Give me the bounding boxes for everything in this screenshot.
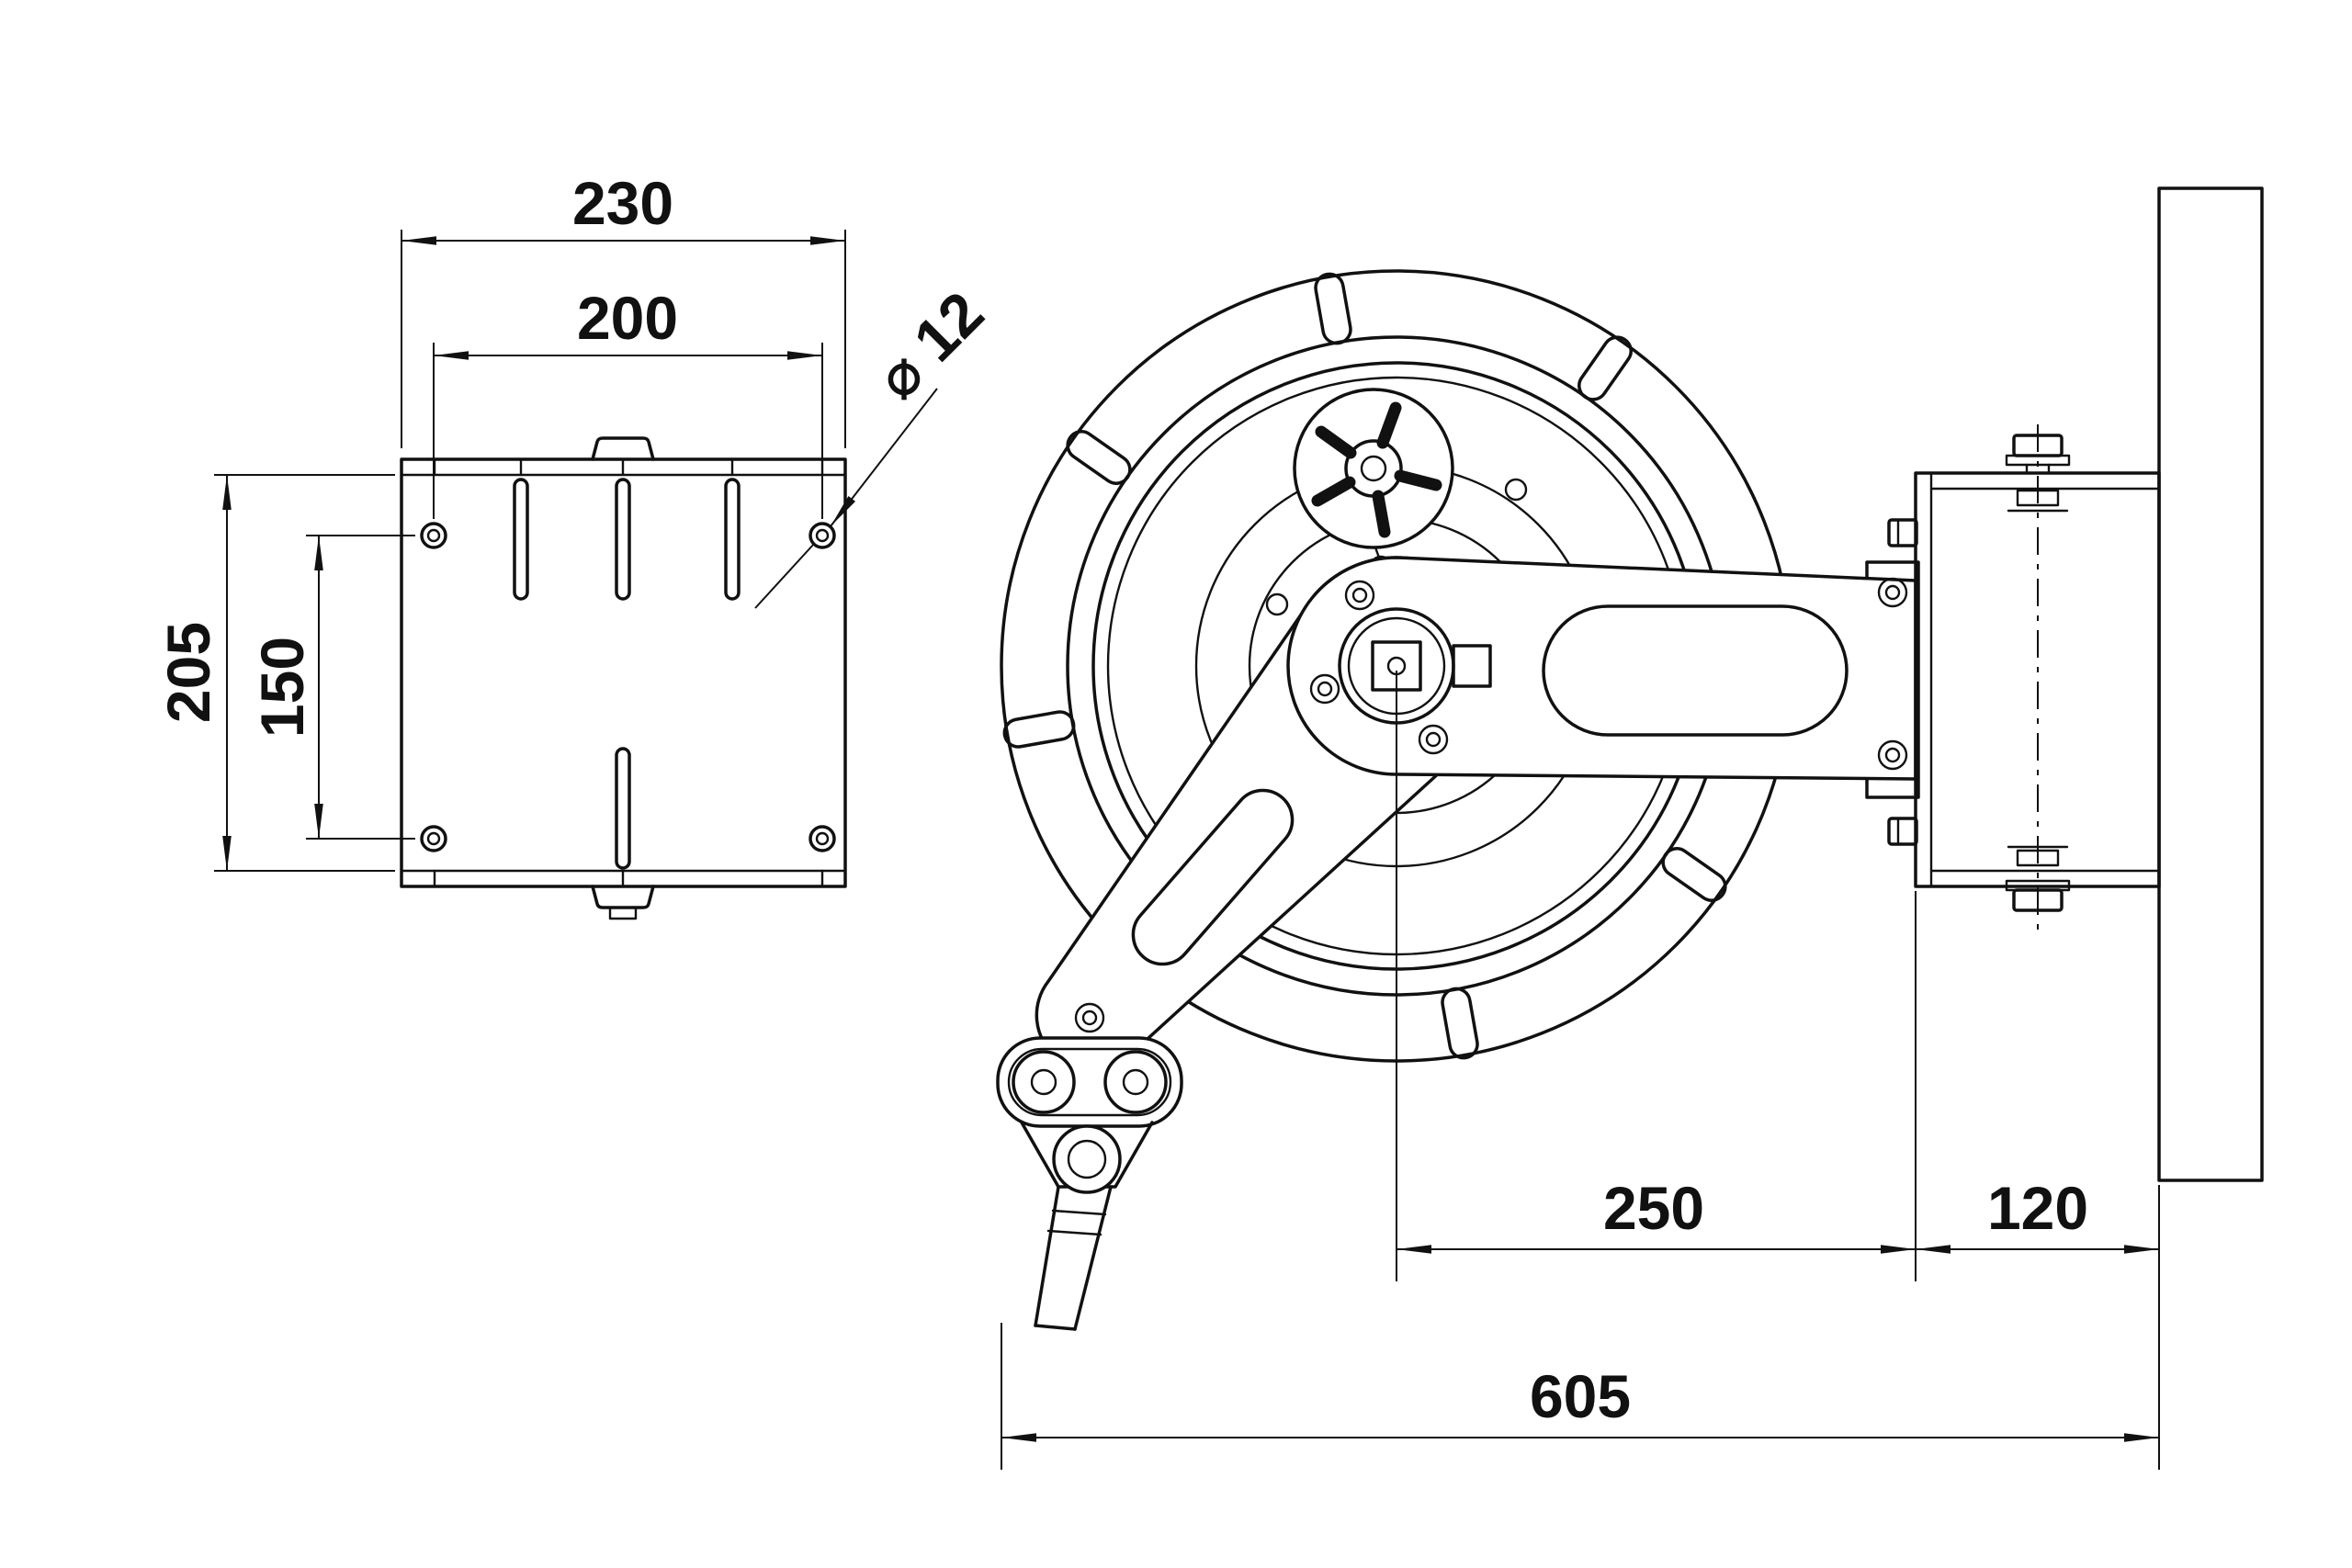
bracket-bottom-bolt-head	[2012, 888, 2064, 912]
dim-250-label: 250	[1603, 1174, 1704, 1242]
leader-line	[830, 388, 938, 527]
arm-plate-bolt	[1877, 739, 1908, 771]
bracket-side-bolt	[1887, 518, 1918, 547]
drum-rivet	[1265, 592, 1289, 616]
spider-axle	[1360, 455, 1387, 482]
wall	[2157, 186, 2264, 1182]
hub-screw-inner	[1425, 731, 1442, 748]
wall-bracket	[1887, 424, 2161, 939]
dim-200-label: 200	[577, 284, 678, 352]
leader-tail	[754, 543, 815, 609]
dim-200: 200	[433, 284, 823, 519]
bracket-top-bolt-washer	[2005, 454, 2071, 467]
bracket-bottom-nut	[2016, 849, 2060, 867]
side-dimensions: 250 120 605	[1001, 671, 2160, 1470]
arm-plate-bolt-inner	[1884, 584, 1901, 601]
drum-rivet	[1504, 478, 1528, 502]
guide-roller	[1012, 1050, 1076, 1114]
spider-spoke	[1376, 401, 1402, 449]
plate-screw-inner	[426, 831, 441, 846]
side-view: 250 120 605	[996, 186, 2264, 1470]
dim-230: 230	[401, 169, 846, 448]
plate-slot	[615, 478, 631, 601]
lower-arm-cutout	[1131, 788, 1295, 966]
hub-screw	[1418, 724, 1449, 755]
dim-diameter-label: ⌀ 12	[863, 278, 996, 412]
plate-screw-inner	[815, 528, 830, 543]
hub-screw	[1309, 673, 1340, 705]
guide-roller	[1103, 1050, 1168, 1114]
ratchet-spider	[1293, 388, 1454, 579]
plate-bottom-tab	[591, 885, 655, 909]
arm-end-screw	[1074, 1002, 1105, 1033]
guide-roller-axle	[1122, 1068, 1149, 1096]
mounting-plate-outline	[400, 457, 847, 888]
dim-605-label: 605	[1530, 1362, 1631, 1430]
hub	[1309, 580, 1492, 755]
drum-slot	[1066, 430, 1132, 485]
dim-150: 150	[248, 535, 415, 840]
dim-120-label: 120	[1987, 1174, 2088, 1242]
hub-screw-inner	[1317, 681, 1333, 697]
hub-screw-inner	[1351, 587, 1368, 604]
plate-screw	[420, 522, 447, 549]
guide-roller-axle	[1030, 1068, 1057, 1096]
bracket-top-nut	[2016, 489, 2060, 507]
dim-205-label: 205	[154, 622, 222, 723]
plate-slot	[615, 747, 631, 870]
plate-screw	[420, 825, 447, 852]
swivel-arm	[1286, 556, 1920, 799]
spider-spoke	[1315, 425, 1357, 459]
swivel-arm-cutout	[1542, 604, 1849, 737]
hose-assembly	[1020, 1121, 1154, 1331]
hose-end	[1034, 1324, 1077, 1331]
plate-screw	[808, 522, 836, 549]
drum-slot	[1661, 847, 1727, 902]
arm-end-screw-inner	[1081, 1010, 1098, 1026]
hose-swivel	[1052, 1124, 1122, 1194]
arm-plate-bolt-inner	[1884, 747, 1901, 763]
hub-screw	[1344, 580, 1375, 611]
drum-slot	[1002, 710, 1076, 749]
arm-plate-bolt	[1877, 577, 1908, 608]
hose-edge	[1073, 1185, 1113, 1331]
plate-screw-inner	[815, 831, 830, 846]
plate-screw-inner	[426, 528, 441, 543]
dim-150-label: 150	[248, 637, 316, 738]
spider-spoke	[1372, 490, 1391, 538]
hose-swivel-inner	[1067, 1139, 1107, 1179]
plate-slot	[513, 478, 529, 601]
roller-guide-frame	[996, 1036, 1183, 1128]
spider-housing	[1293, 388, 1454, 549]
bracket-side-bolt	[1887, 817, 1918, 846]
spider-spoke	[1311, 476, 1356, 507]
plate-top-tab	[591, 436, 655, 461]
dim-hole-diameter: ⌀ 12	[754, 278, 996, 609]
hose-ferrule-line	[1046, 1229, 1102, 1236]
drum-slot	[1441, 987, 1479, 1060]
plate-screw	[808, 825, 836, 852]
drum-slot	[1577, 335, 1633, 401]
drum-slot	[1314, 272, 1352, 345]
plate-bottom-tab-screw	[608, 906, 638, 920]
roller-guide-frame-inner	[1007, 1047, 1172, 1117]
dim-205: 205	[154, 474, 395, 872]
dim-230-label: 230	[572, 169, 673, 237]
hose-guide	[996, 1036, 1183, 1128]
spider-spoke	[1394, 469, 1442, 491]
hose-ferrule-line	[1051, 1209, 1107, 1216]
plate-slot	[724, 478, 741, 601]
plate-screws	[420, 522, 836, 852]
hose-edge	[1034, 1185, 1060, 1327]
hub-inlet-block	[1452, 644, 1492, 688]
front-view: 230 200 205 150 ⌀ 12	[154, 169, 996, 920]
bracket-outline	[1914, 471, 2161, 888]
